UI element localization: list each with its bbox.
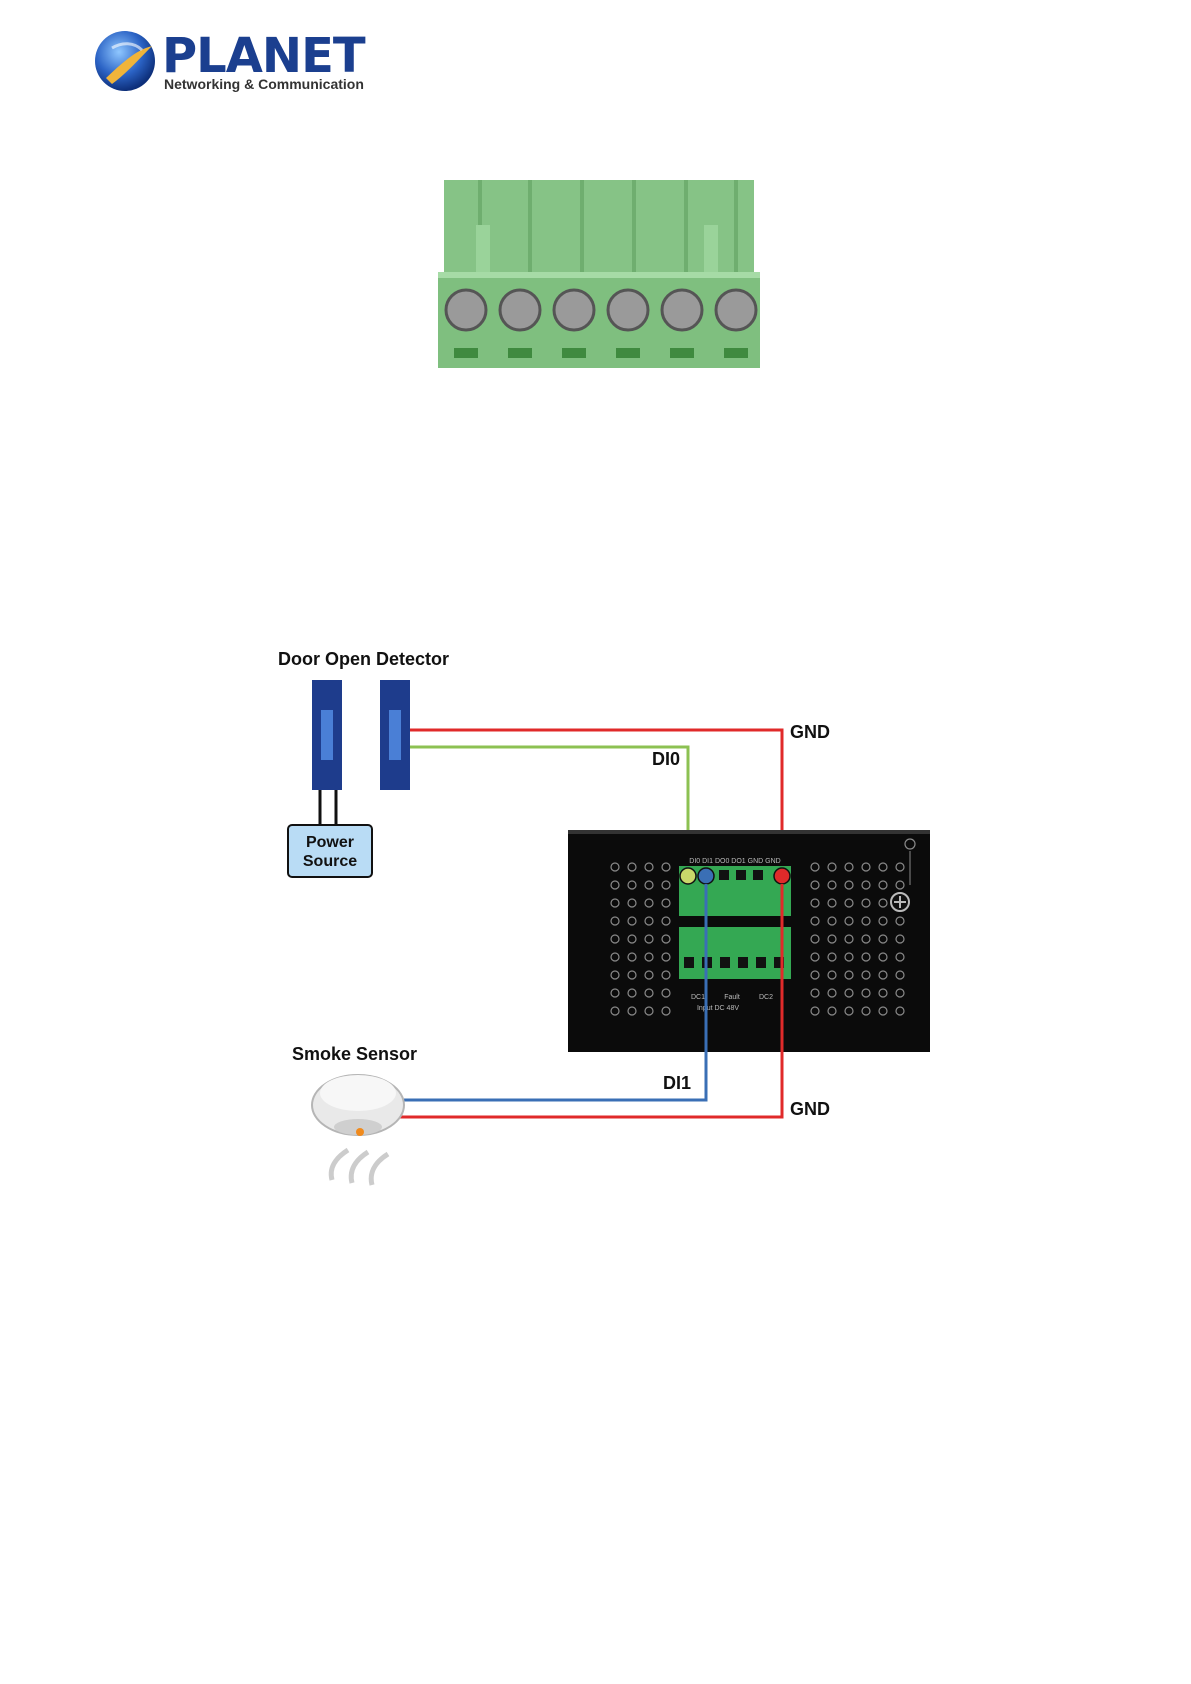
device-power-label-dc2: DC2 — [759, 994, 773, 1001]
planet-logo: PLANET Networking & Communication — [92, 28, 352, 98]
di-wiring-diagram: Door Open Detector Power Source GND DI0 — [270, 635, 930, 1215]
globe-swoosh-icon — [92, 28, 158, 94]
di1-terminal — [698, 868, 714, 884]
smoke-sensor-icon — [312, 1075, 404, 1185]
door-detector-icon — [312, 680, 410, 790]
smoke-sensor-label: Smoke Sensor — [292, 1044, 417, 1064]
device-input-label: Input DC 48V — [697, 1005, 739, 1012]
gnd-terminal — [774, 868, 790, 884]
device-terminal-labels: DI0 DI1 DO0 DO1 GND GND — [689, 858, 780, 865]
door-detector-label: Door Open Detector — [278, 649, 449, 669]
six-pin-terminal-block-icon — [438, 180, 760, 368]
brand-tagline: Networking & Communication — [164, 76, 364, 92]
gnd-bottom-label: GND — [790, 1099, 830, 1119]
di0-label: DI0 — [652, 749, 680, 769]
device-power-label-fault: Fault — [724, 994, 740, 1001]
device-power-label-dc1: DC1 — [691, 994, 705, 1001]
device-front-panel: DI0 DI1 DO0 DO1 GND GND DC1 Fault DC2 In… — [568, 830, 930, 1052]
di1-label: DI1 — [663, 1073, 691, 1093]
power-source-line2: Source — [303, 853, 357, 870]
power-source-line1: Power — [306, 834, 354, 851]
gnd-top-label: GND — [790, 722, 830, 742]
di0-terminal — [680, 868, 696, 884]
